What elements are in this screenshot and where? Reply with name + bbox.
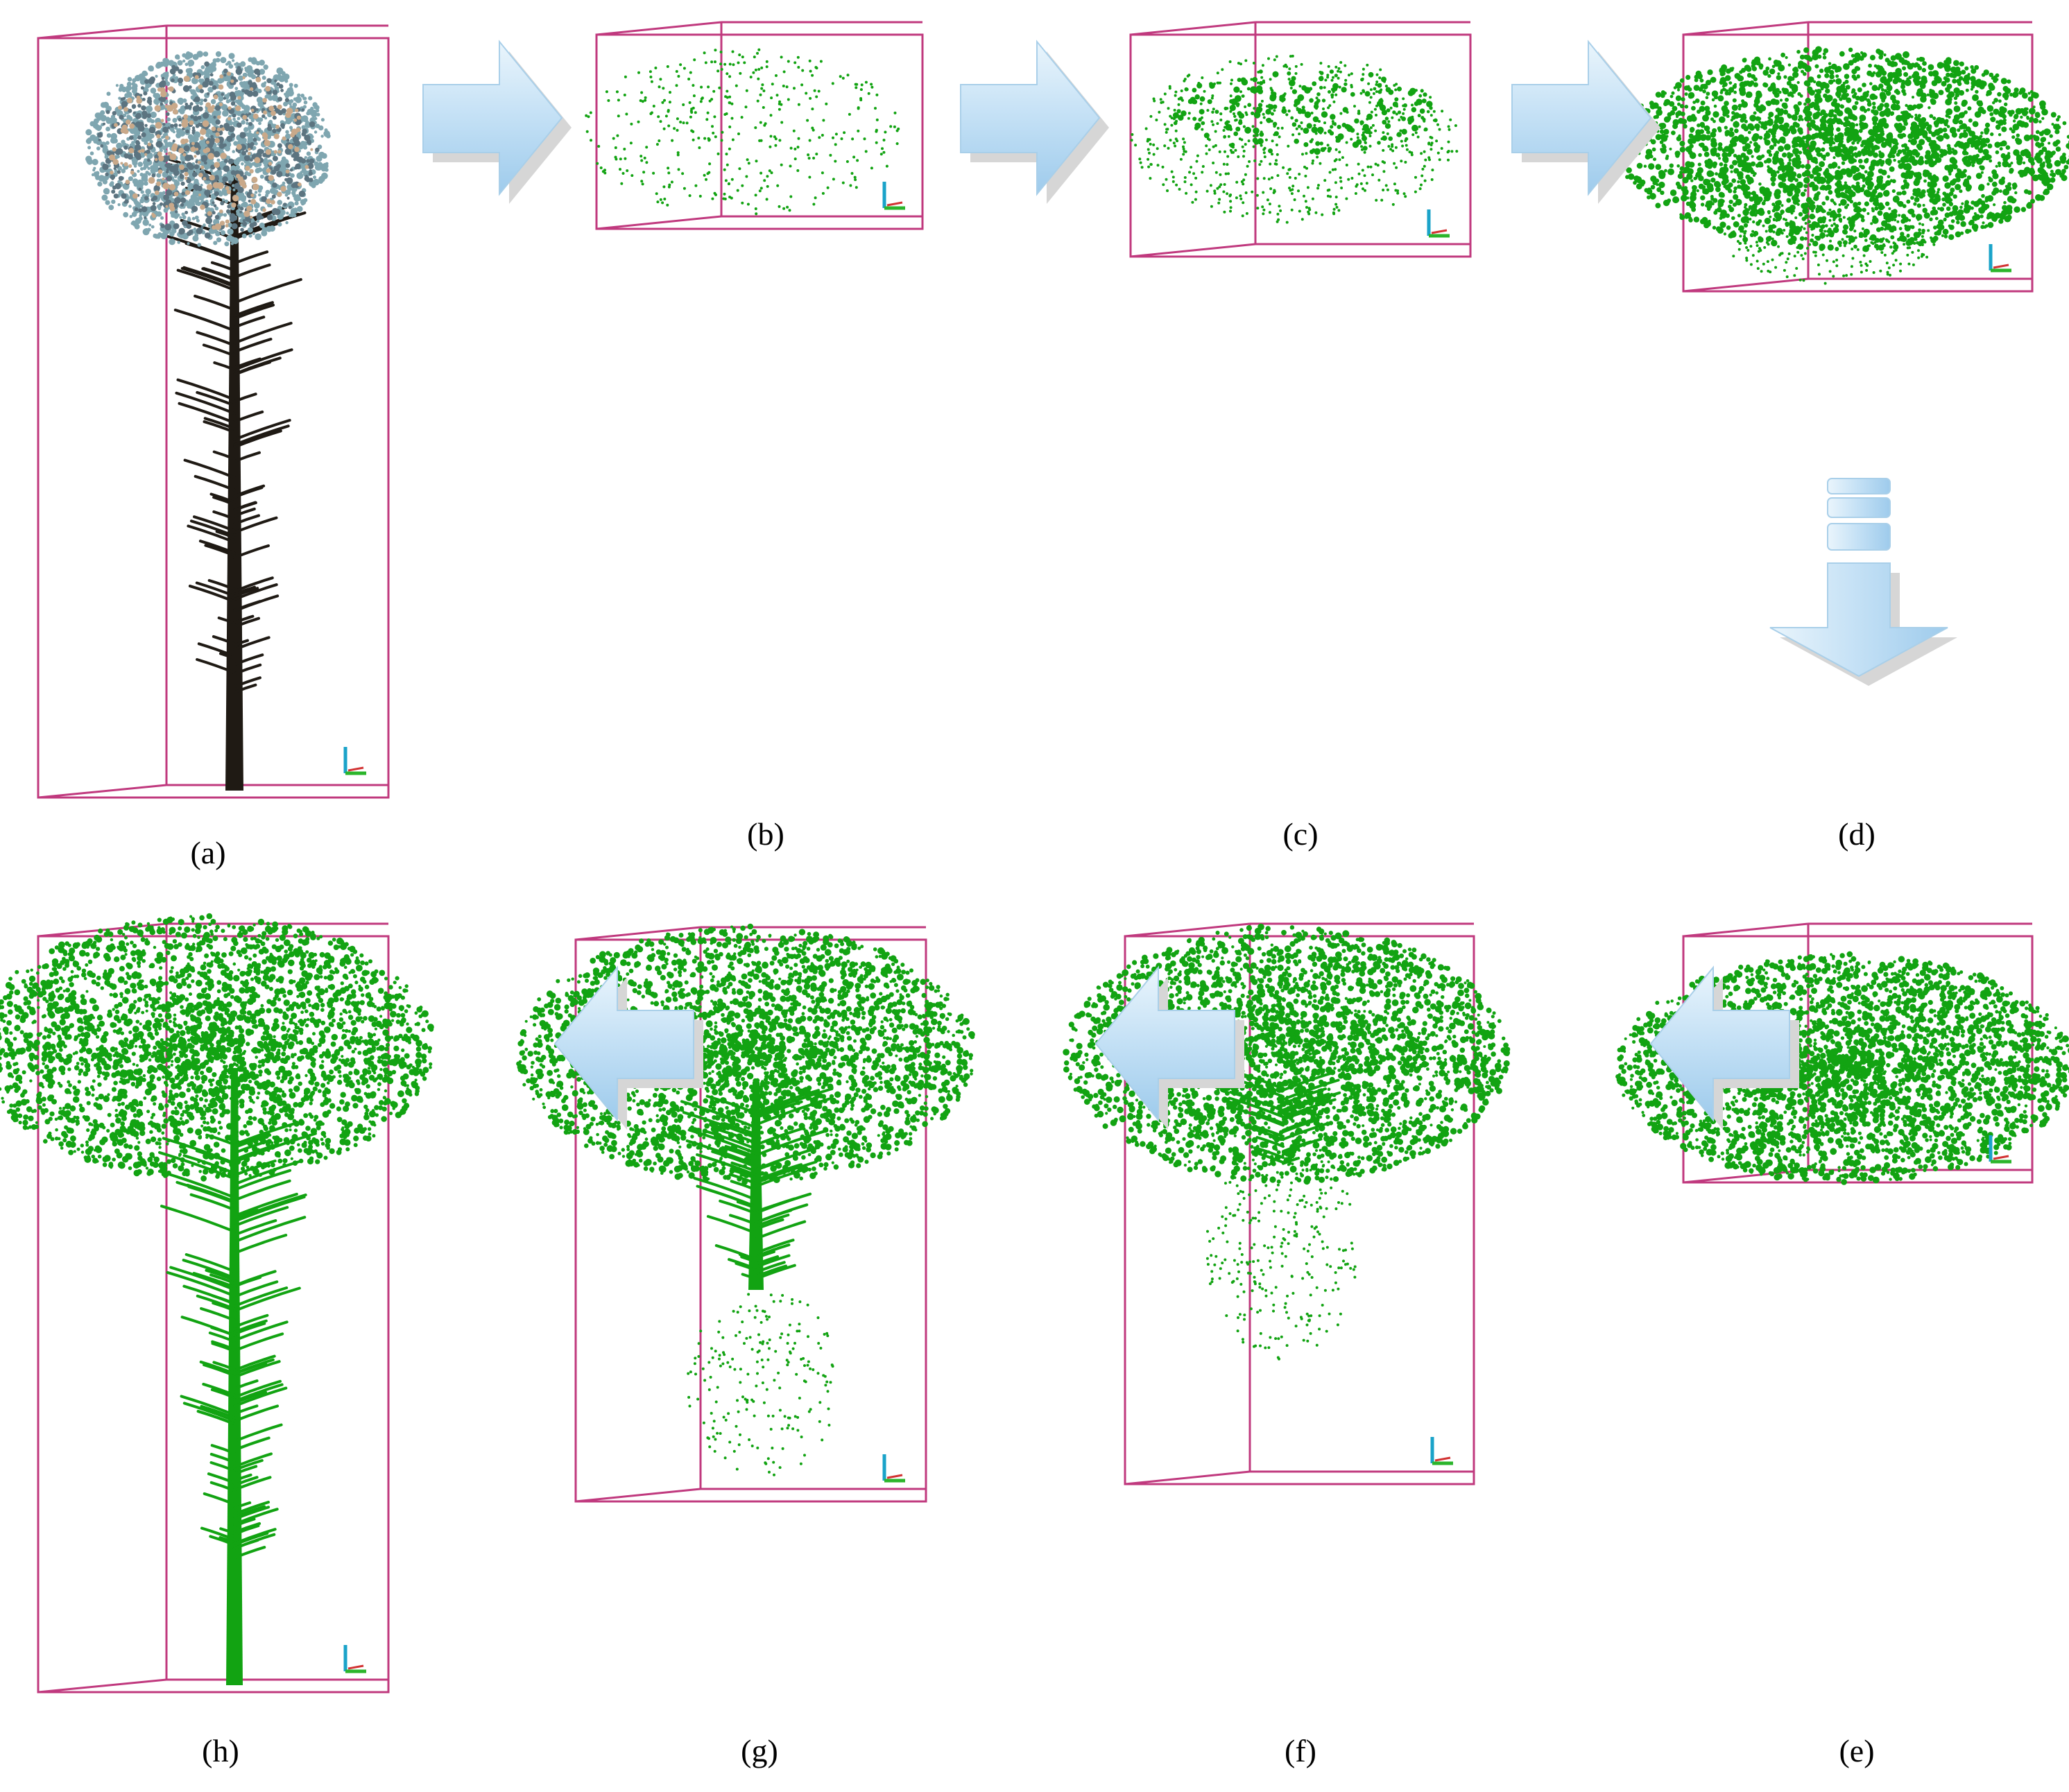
axis-z-icon: [886, 201, 903, 207]
panel-c: [1129, 21, 1472, 258]
point-cloud: [1130, 54, 1459, 224]
tree-crown-highlight: [109, 71, 314, 230]
axis-z-icon: [1431, 229, 1448, 234]
axis-z-icon: [1993, 1155, 2009, 1160]
bounding-box-edge: [1130, 243, 1256, 258]
arrow-f-g: [1094, 965, 1244, 1130]
arrow-c-d: [1511, 40, 1660, 204]
panel-b: [585, 21, 924, 230]
arrow-b-c: [960, 40, 1109, 204]
branches: [157, 1122, 317, 1560]
bounding-box-edge: [575, 1488, 701, 1503]
arrow-d-e: [1769, 478, 1957, 686]
point-cloud-dense: [1172, 69, 1444, 155]
bounding-box-edge: [596, 215, 722, 230]
axis-z-icon: [886, 1474, 903, 1479]
bounding-box-front: [574, 938, 927, 1503]
bounding-box-edge: [37, 1678, 167, 1694]
bounding-box-edge: [1683, 277, 1809, 293]
caption-h: (h): [202, 1733, 239, 1768]
lower-point-cloud: [1732, 201, 1936, 285]
panel-d: [1614, 21, 2069, 293]
bounding-box-front: [37, 37, 390, 799]
arrow-right-icon: [422, 40, 563, 196]
arrow-left-icon: [1094, 965, 1235, 1122]
flow-arrows: [422, 40, 1957, 1130]
axis-z-icon: [1993, 264, 2009, 269]
bounding-box-edge: [1124, 1470, 1251, 1485]
bounding-box-front: [37, 935, 390, 1694]
axis-z-icon: [1434, 1456, 1451, 1462]
bounding-box-edge: [1683, 21, 1809, 36]
axis-z-icon: [347, 1664, 364, 1670]
bounding-box-edge: [37, 24, 167, 40]
caption-c: (c): [1282, 816, 1318, 852]
arrow-bar: [1827, 523, 1891, 551]
caption-e: (e): [1839, 1733, 1874, 1768]
arrow-right-icon: [960, 40, 1101, 196]
crown-point-cloud: [0, 913, 434, 1182]
bounding-box-front: [1129, 33, 1472, 258]
bounding-box-front: [595, 33, 924, 230]
bounding-box-edge: [1130, 21, 1256, 36]
arrow-right-icon: [1511, 40, 1652, 196]
axis-z-icon: [347, 766, 364, 772]
bounding-box-edge: [1124, 922, 1251, 938]
bounding-box-edge: [1683, 922, 1809, 938]
arrow-g-h: [553, 965, 703, 1130]
caption-f: (f): [1285, 1733, 1316, 1768]
arrow-down-icon: [1769, 562, 1948, 678]
panel-h: [0, 913, 434, 1694]
tree-branches: [162, 156, 307, 694]
caption-d: (d): [1838, 816, 1875, 852]
arrow-a-b: [422, 40, 572, 204]
crown-point-cloud: [1614, 46, 2069, 252]
bounding-box-edge: [575, 926, 701, 941]
bounding-box-edge: [37, 784, 167, 799]
arrow-left-icon: [1649, 965, 1790, 1122]
panel-a: [37, 24, 390, 799]
stem-points-sparse: [687, 1284, 834, 1476]
caption-b: (b): [747, 816, 784, 852]
stem-points-sparse: [1205, 1139, 1357, 1361]
caption-g: (g): [741, 1733, 778, 1768]
arrow-bar: [1827, 497, 1891, 518]
arrow-bar: [1827, 478, 1891, 494]
bounding-box-edge: [596, 21, 722, 36]
arrow-left-icon: [553, 965, 694, 1122]
caption-a: (a): [190, 835, 225, 870]
branches: [680, 1087, 834, 1281]
arrow-e-f: [1649, 965, 1799, 1130]
sparse-point-cloud: [585, 48, 900, 216]
